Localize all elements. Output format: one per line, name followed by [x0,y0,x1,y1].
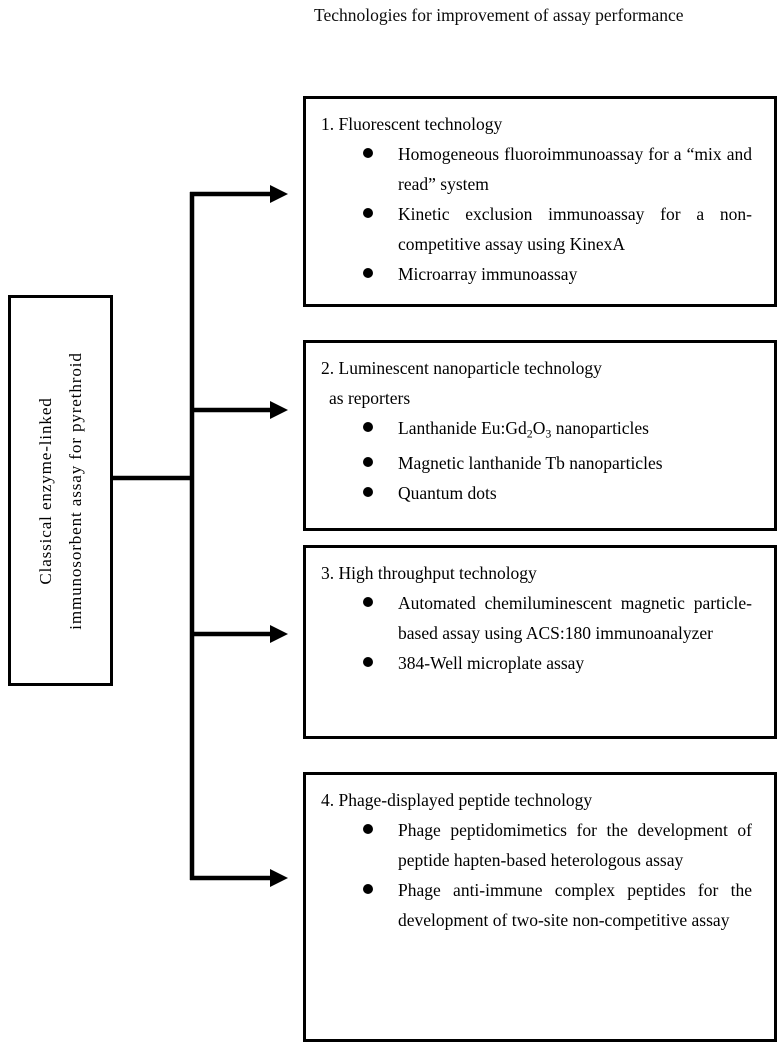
list-item: Microarray immunoassay [363,259,752,289]
box-3-heading: 3. High throughput technology [321,563,537,583]
bullet-dot-icon [363,824,373,834]
list-item: 384-Well microplate assay [363,648,752,678]
bullet-dot-icon [363,208,373,218]
list-item: Magnetic lanthanide Tb nanoparticles [363,448,752,478]
source-node-label-line-2: immunosorbent assay for pyrethroid [65,351,85,630]
bullet-text: Phage peptidomimetics for the developmen… [398,820,752,870]
bullet-dot-icon [363,148,373,158]
source-node-box: Classical enzyme-linked immunosorbent as… [8,295,113,686]
arrowhead-1 [270,185,288,203]
bullet-dot-icon [363,487,373,498]
bullet-text: Kinetic exclusion immunoassay for a non-… [398,204,752,254]
bullet-text: Automated chemiluminescent magnetic part… [398,593,752,643]
box-1-heading: 1. Fluorescent technology [321,114,503,134]
diagram-header-caption: Technologies for improvement of assay pe… [314,5,684,25]
technology-box-3: 3. High throughput technology Automated … [303,545,777,739]
arrowhead-4 [270,869,288,887]
box-1-bullet-list: Homogeneous fluoroimmunoassay for a “mix… [306,139,774,289]
bullet-text: Magnetic lanthanide Tb nanoparticles [398,453,663,474]
bullet-dot-icon [363,884,373,894]
bullet-dot-icon [363,597,373,607]
bullet-dot-icon [363,457,373,468]
bullet-dot-icon [363,268,373,278]
bullet-text: 384-Well microplate assay [398,653,585,673]
bullet-dot-icon [363,422,373,432]
bullet-text: Homogeneous fluoroimmunoassay for a “mix… [398,144,752,194]
list-item: Kinetic exclusion immunoassay for a non-… [363,199,752,259]
technology-box-1: 1. Fluorescent technology Homogeneous fl… [303,96,777,307]
source-node-label-line-1: Classical enzyme-linked [35,396,55,585]
technology-box-4: 4. Phage-displayed peptide technology Ph… [303,772,777,1042]
box-4-heading: 4. Phage-displayed peptide technology [321,790,593,810]
technology-box-2: 2. Luminescent nanoparticle technology a… [303,340,777,531]
box-2-subheading: as reporters [329,388,411,408]
list-item: Automated chemiluminescent magnetic part… [363,588,752,648]
bullet-dot-icon [363,657,373,667]
arrowhead-2 [270,401,288,419]
list-item: Phage peptidomimetics for the developmen… [363,815,752,875]
bullet-text: Quantum dots [398,483,497,504]
list-item: Phage anti-immune complex peptides for t… [363,875,752,935]
bullet-text: Microarray immunoassay [398,264,578,284]
box-2-bullet-list: Lanthanide Eu:Gd2O3 nanoparticles Magnet… [306,413,774,508]
list-item: Lanthanide Eu:Gd2O3 nanoparticles [363,413,752,448]
list-item: Quantum dots [363,478,752,508]
bullet-text: Lanthanide Eu:Gd2O3 nanoparticles [398,418,649,441]
arrowhead-3 [270,625,288,643]
source-node-label: Classical enzyme-linked immunosorbent as… [31,301,91,681]
box-2-heading: 2. Luminescent nanoparticle technology [321,358,602,378]
box-4-bullet-list: Phage peptidomimetics for the developmen… [306,815,774,935]
list-item: Homogeneous fluoroimmunoassay for a “mix… [363,139,752,199]
bullet-text: Phage anti-immune complex peptides for t… [398,880,752,930]
box-3-bullet-list: Automated chemiluminescent magnetic part… [306,588,774,678]
